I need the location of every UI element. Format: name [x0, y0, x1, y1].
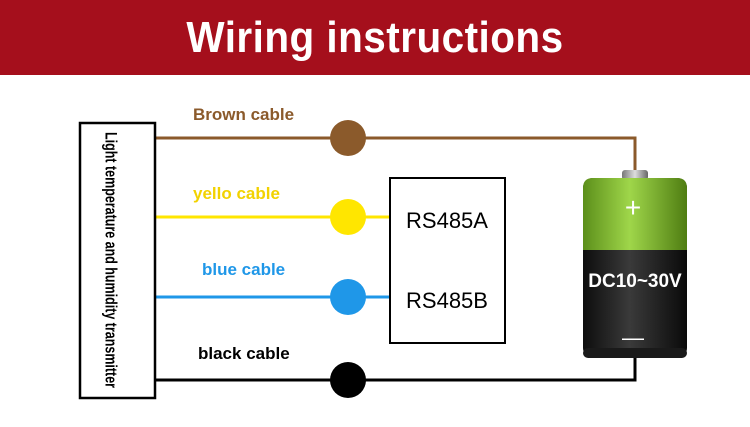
battery-voltage: DC10~30V — [588, 271, 682, 292]
black-dot — [330, 362, 366, 398]
title-banner: Wiring instructions — [0, 0, 750, 75]
yellow-dot — [330, 199, 366, 235]
rs485-box: RS485A RS485B — [389, 177, 506, 344]
battery-minus: — — [622, 325, 644, 350]
brown-dot — [330, 120, 366, 156]
brown-cable-label: Brown cable — [193, 105, 294, 124]
blue-dot — [330, 279, 366, 315]
wire-brown — [155, 136, 637, 176]
transmitter-box: Light temperature and humidity transmitt… — [78, 121, 157, 400]
black-cable-label: black cable — [198, 344, 290, 363]
battery: + DC10~30V — — [583, 170, 687, 358]
yellow-cable-label: yello cable — [193, 184, 280, 203]
wire-black — [155, 356, 637, 382]
rs485b-label: RS485B — [406, 288, 488, 313]
blue-cable-label: blue cable — [202, 260, 285, 279]
page-title: Wiring instructions — [186, 12, 564, 62]
battery-plus: + — [625, 192, 641, 223]
rs485a-label: RS485A — [406, 208, 488, 233]
transmitter-label: Light temperature and humidity transmitt… — [102, 132, 121, 388]
